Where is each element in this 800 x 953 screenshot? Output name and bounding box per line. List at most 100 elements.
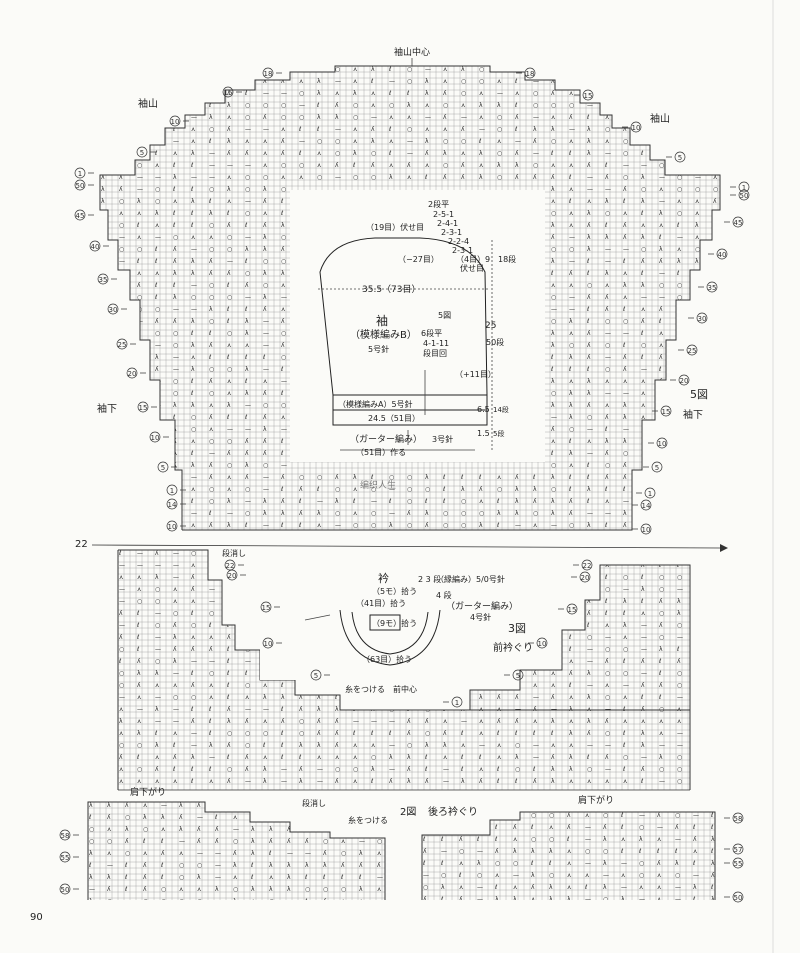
stitch-symbol: ʎ — [425, 718, 429, 725]
stitch-symbol: ○ — [281, 114, 286, 121]
stitch-symbol: ʎ — [227, 610, 231, 617]
stitch-symbol: ⋏ — [623, 78, 628, 85]
stitch-symbol: ⋏ — [587, 198, 592, 205]
stitch-symbol: — — [173, 550, 179, 557]
row-number-circle — [660, 405, 672, 417]
row-number-circle — [137, 401, 149, 413]
bottom-attach-yarn: 糸をつける — [348, 815, 388, 825]
stitch-symbol: ○ — [335, 486, 340, 493]
stitch-symbol: ℓ — [280, 742, 283, 749]
stitch-symbol: ○ — [377, 838, 382, 845]
stitch-symbol: ℓ — [208, 706, 211, 713]
stitch-symbol: ʎ — [191, 646, 195, 653]
stitch-symbol: ○ — [549, 872, 554, 879]
stitch-symbol: ○ — [407, 474, 412, 481]
stitch-symbol: ʎ — [515, 718, 519, 725]
row-number: 20 — [581, 574, 590, 582]
stitch-symbol: — — [263, 706, 269, 713]
stitch-symbol: ℓ — [334, 694, 337, 701]
stitch-symbol: λ — [287, 886, 291, 893]
stitch-symbol: ℓ — [586, 114, 589, 121]
stitch-symbol: ⋏ — [533, 550, 538, 557]
row-number-circle — [732, 891, 744, 903]
stitch-symbol: ℓ — [280, 366, 283, 373]
stitch-symbol: ʎ — [623, 186, 627, 193]
stitch-symbol: ○ — [533, 622, 538, 629]
stitch-symbol: ℓ — [226, 694, 229, 701]
stitch-symbol: ⋏ — [101, 66, 106, 73]
stitch-symbol: ○ — [227, 438, 232, 445]
stitch-symbol: ○ — [155, 78, 160, 85]
inc-step-0: 6段平 — [421, 328, 442, 338]
stitch-symbol: ○ — [227, 246, 232, 253]
stitch-symbol: ℓ — [226, 754, 229, 761]
stitch-symbol: — — [107, 862, 113, 869]
stitch-symbol: λ — [587, 522, 591, 529]
stitch-symbol: λ — [251, 850, 255, 857]
stitch-symbol: ℓ — [280, 438, 283, 445]
stitch-symbol: ⋏ — [623, 778, 628, 785]
stitch-symbol: ○ — [227, 366, 232, 373]
stitch-symbol: ℓ — [322, 874, 325, 881]
stitch-symbol: ℓ — [460, 754, 463, 761]
stitch-symbol: — — [341, 814, 347, 821]
stitch-symbol: λ — [155, 742, 159, 749]
stitch-symbol: ⋏ — [155, 778, 160, 785]
stitch-symbol: ʎ — [101, 498, 105, 505]
neck-schematic-panel — [260, 555, 510, 680]
stitch-symbol: ℓ — [88, 814, 91, 821]
stitch-symbol: ⋏ — [227, 486, 232, 493]
stitch-symbol: ⋏ — [101, 354, 106, 361]
stitch-symbol: ⋏ — [659, 222, 664, 229]
neck-title: 衿 — [378, 571, 389, 585]
stitch-symbol: ʎ — [569, 622, 573, 629]
stitch-symbol: — — [173, 138, 179, 145]
stitch-symbol: λ — [227, 498, 231, 505]
stitch-symbol: ℓ — [424, 766, 427, 773]
stitch-symbol: λ — [639, 836, 643, 843]
stitch-symbol: — — [551, 306, 557, 313]
stitch-symbol: ʎ — [173, 646, 177, 653]
stitch-symbol: ⋏ — [317, 522, 322, 529]
stitch-symbol: ℓ — [676, 270, 679, 277]
stitch-symbol: ℓ — [712, 438, 715, 445]
stitch-symbol: ʎ — [137, 658, 141, 665]
stitch-symbol: ℓ — [442, 474, 445, 481]
stitch-symbol: — — [227, 426, 233, 433]
stitch-symbol: ⋏ — [281, 126, 286, 133]
stitch-symbol: λ — [215, 886, 219, 893]
stitch-symbol: ⋏ — [605, 78, 610, 85]
stitch-symbol: λ — [263, 510, 267, 517]
stitch-symbol: ℓ — [586, 270, 589, 277]
stitch-symbol: ⋏ — [251, 802, 256, 809]
stitch-symbol: λ — [233, 862, 237, 869]
stitch-symbol: ⋏ — [101, 450, 106, 457]
stitch-symbol: ○ — [677, 622, 682, 629]
stitch-symbol: λ — [551, 126, 555, 133]
stitch-symbol: λ — [269, 886, 273, 893]
stitch-symbol: ○ — [101, 318, 106, 325]
short-row-off: 段消し — [302, 798, 326, 808]
stitch-symbol: λ — [569, 450, 573, 457]
stitch-symbol: ○ — [299, 718, 304, 725]
stitch-symbol: ⋏ — [173, 778, 178, 785]
stitch-symbol: ⋏ — [209, 426, 214, 433]
stitch-symbol: λ — [549, 848, 553, 855]
stitch-symbol: ⋏ — [137, 586, 142, 593]
stitch-symbol: ○ — [677, 426, 682, 433]
stitch-symbol: — — [641, 634, 647, 641]
stitch-symbol: ⋏ — [551, 438, 556, 445]
stitch-symbol: ○ — [281, 330, 286, 337]
stitch-symbol: ʎ — [269, 838, 273, 845]
stitch-symbol: ʎ — [119, 634, 123, 641]
stitch-symbol: ʎ — [605, 550, 609, 557]
stitch-symbol: λ — [281, 270, 285, 277]
stitch-symbol: λ — [695, 426, 699, 433]
stitch-symbol: ○ — [587, 282, 592, 289]
a-length: 6.5 — [477, 405, 490, 414]
stitch-symbol: λ — [711, 836, 715, 843]
row-number-circle — [126, 367, 138, 379]
stitch-symbol: ⋏ — [389, 162, 394, 169]
stitch-symbol: λ — [191, 258, 195, 265]
stitch-symbol: ʎ — [119, 414, 123, 421]
